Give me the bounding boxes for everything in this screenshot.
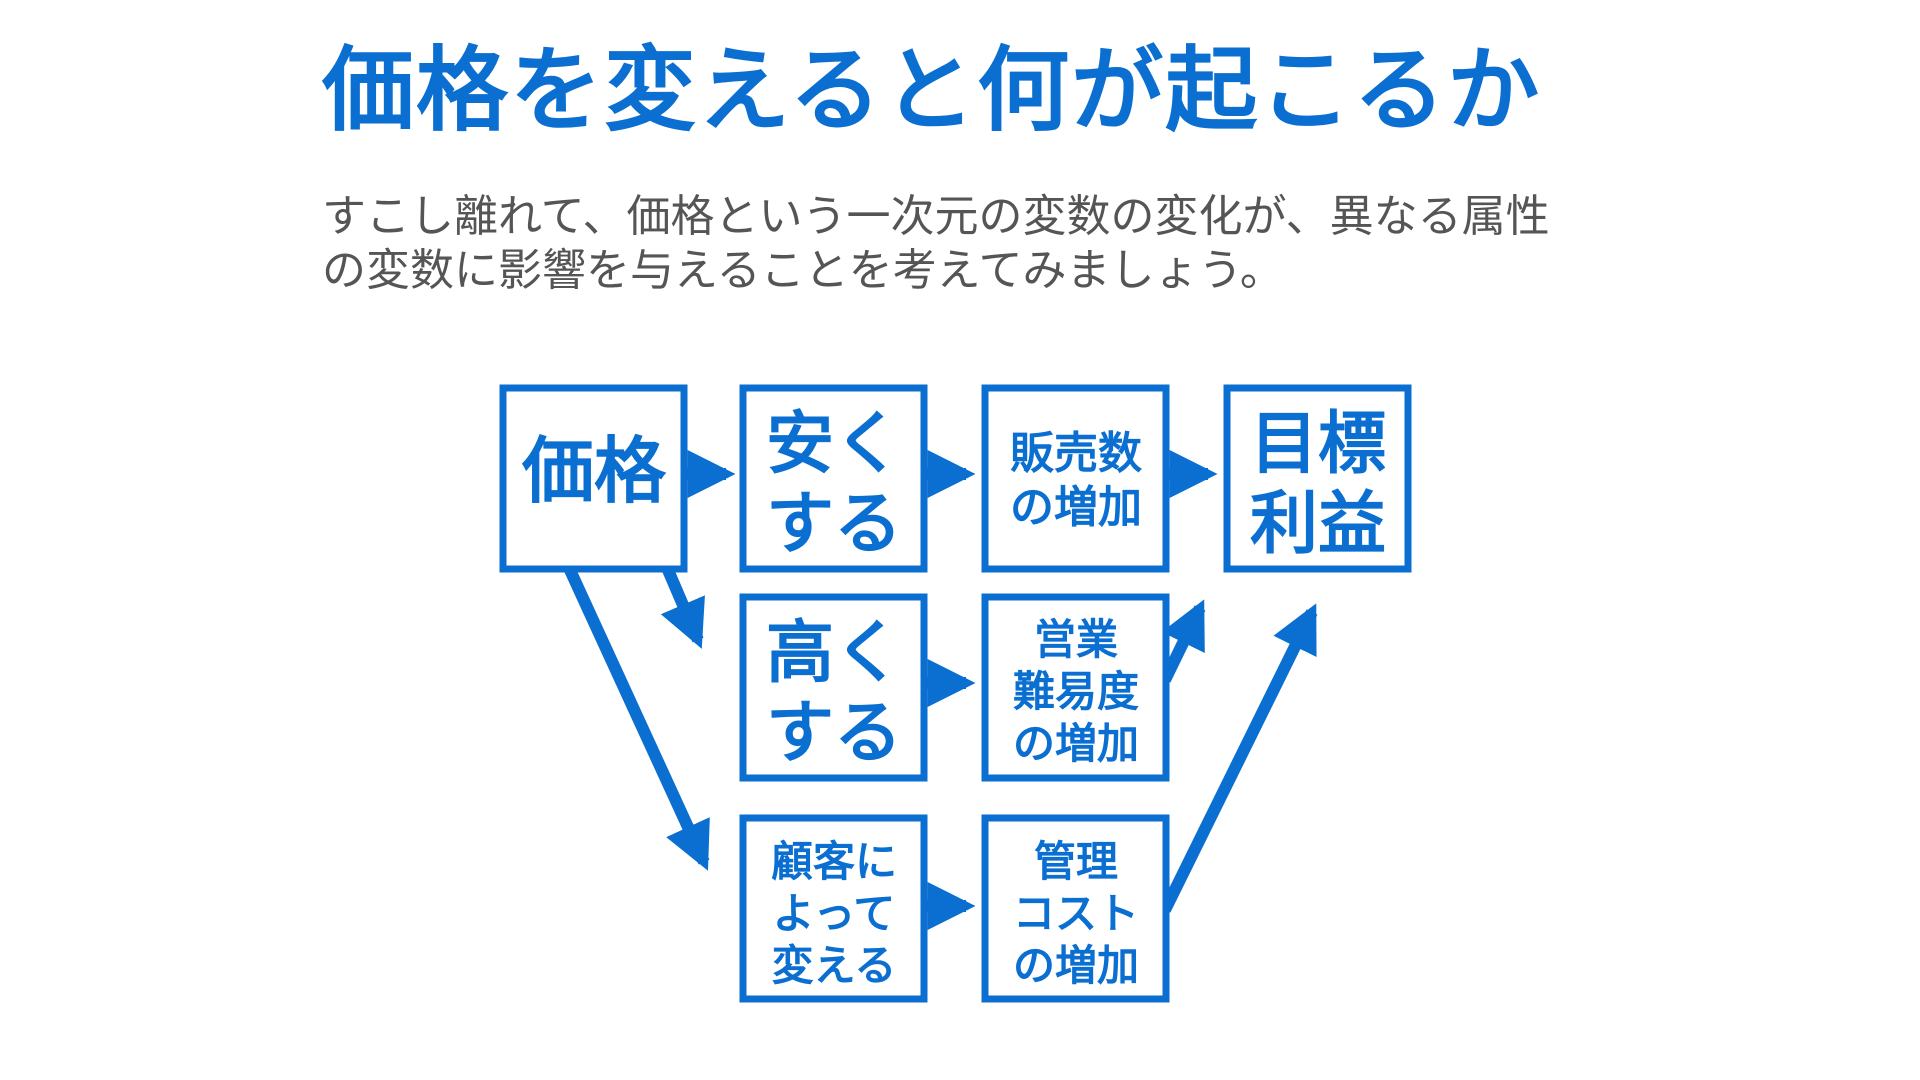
node-higher-line-2: する — [766, 694, 902, 773]
node-sales-difficulty-line-1: 営業 — [1034, 615, 1118, 664]
edges — [564, 450, 1318, 930]
node-mgmt-cost: 管理 コスト の増加 — [981, 814, 1170, 1003]
node-sales-up: 販売数 の増加 — [981, 384, 1170, 573]
node-price: 価格 — [499, 384, 688, 573]
node-mgmt-cost-line-3: の増加 — [1013, 941, 1139, 990]
edge-sales-difficulty-to-target-profit — [1159, 599, 1206, 683]
slide-title: 価格を変えると何が起こるか — [322, 37, 1542, 144]
edge-mgmt-cost-to-target-profit — [1159, 603, 1318, 913]
node-mgmt-cost-line-1: 管理 — [1034, 837, 1118, 886]
node-vary-by-customer-line-3: 変える — [772, 941, 897, 990]
node-cheaper-line-1: 安く — [766, 405, 902, 484]
node-mgmt-cost-line-2: コスト — [1013, 889, 1139, 938]
node-vary-by-customer: 顧客に よって 変える — [739, 814, 928, 1003]
node-sales-up-line-2: の増加 — [1010, 482, 1142, 533]
edge-price-to-vary-by-customer — [564, 567, 710, 871]
edge-price-to-higher — [660, 567, 705, 649]
node-target-profit-line-2: 利益 — [1250, 485, 1386, 564]
node-target-profit-line-1: 目標 — [1250, 405, 1386, 484]
node-cheaper: 安く する — [739, 384, 928, 573]
node-vary-by-customer-line-1: 顧客に — [771, 837, 897, 886]
slide-subtitle: すこし離れて、価格という一次元の変数の変化が、異なる属性 の変数に影響を与えるこ… — [322, 190, 1722, 297]
node-sales-up-line-1: 販売数 — [1010, 428, 1142, 479]
subtitle-line-2: の変数に影響を与えることを考えてみましょう。 — [322, 244, 1284, 296]
node-target-profit: 目標 利益 — [1223, 384, 1412, 573]
node-sales-difficulty-line-3: の増加 — [1013, 719, 1139, 768]
node-vary-by-customer-line-2: よって — [773, 889, 896, 938]
subtitle-line-1: すこし離れて、価格という一次元の変数の変化が、異なる属性 — [322, 191, 1550, 242]
node-higher: 高く する — [739, 593, 928, 782]
node-price-line-1: 価格 — [521, 429, 667, 513]
node-higher-line-1: 高く — [766, 614, 902, 693]
node-cheaper-line-2: する — [766, 485, 902, 564]
node-sales-difficulty-line-2: 難易度 — [1013, 667, 1139, 716]
node-sales-difficulty: 営業 難易度 の増加 — [981, 593, 1170, 782]
